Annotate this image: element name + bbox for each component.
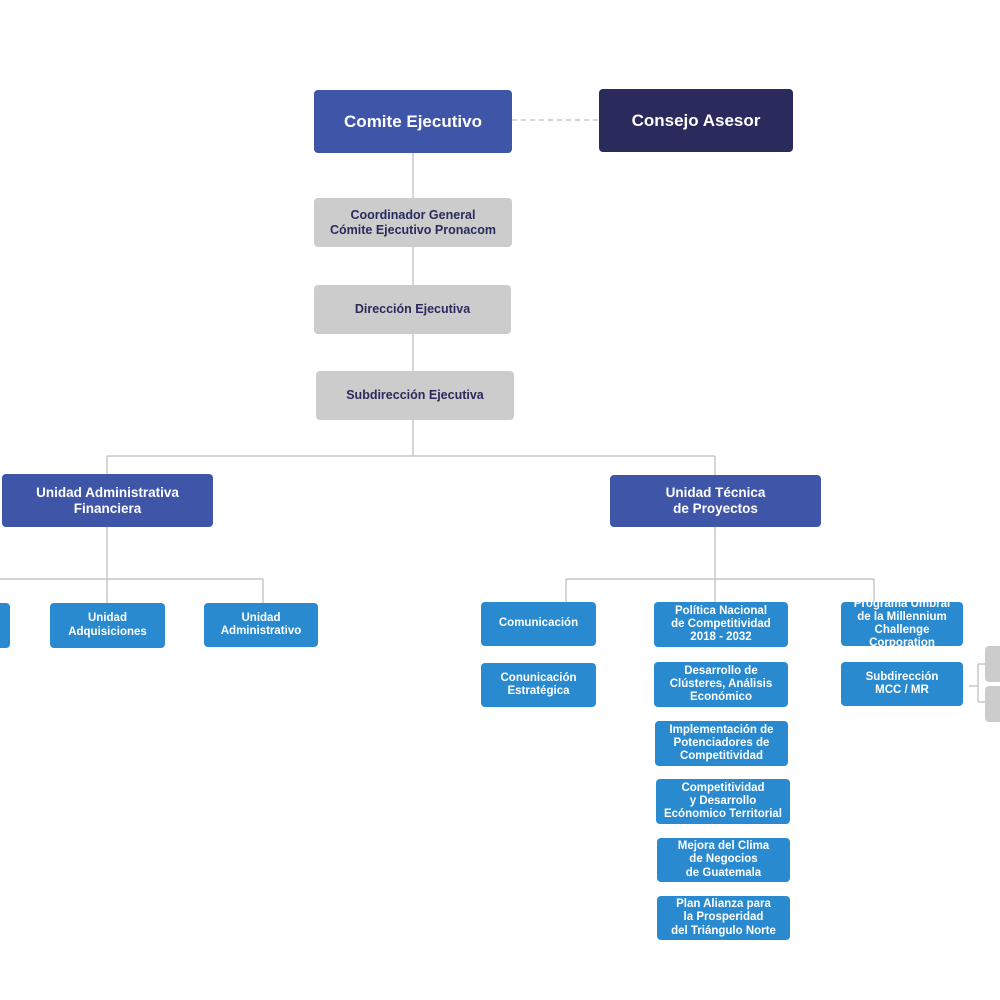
- cut-off-d-box[interactable]: D: [985, 686, 1000, 722]
- competitividad-territorial-box[interactable]: Competitividad y Desarrollo Ecónomico Te…: [656, 779, 790, 824]
- cut-off-co-box[interactable]: Co: [985, 646, 1000, 682]
- unidad-administrativo-box[interactable]: Unidad Administrativo: [204, 603, 318, 647]
- comite-ejecutivo-box[interactable]: Comite Ejecutivo: [314, 90, 512, 153]
- direccion-ejecutiva-box[interactable]: Dirección Ejecutiva: [314, 285, 511, 334]
- programa-umbral-box[interactable]: Programa Umbral de la Millennium Challen…: [841, 598, 963, 649]
- comunicacion-estrategica-box[interactable]: Conunicación Estratégica: [481, 663, 596, 707]
- consejo-asesor-box[interactable]: Consejo Asesor: [599, 89, 793, 152]
- unidad-adquisiciones-box[interactable]: Unidad Adquisiciones: [50, 603, 165, 648]
- unidad-tecnica-proyectos-box[interactable]: Unidad Técnica de Proyectos: [610, 475, 821, 527]
- subdireccion-mcc-box[interactable]: Subdirección MCC / MR: [841, 662, 963, 706]
- cut-off-left-box[interactable]: [0, 603, 10, 648]
- implementacion-potenciadores-box[interactable]: Implementación de Potenciadores de Compe…: [655, 721, 788, 766]
- comunicacion-box[interactable]: Comunicación: [481, 602, 596, 646]
- mejora-clima-box[interactable]: Mejora del Clima de Negocios de Guatemal…: [657, 838, 790, 882]
- desarrollo-clusteres-box[interactable]: Desarrollo de Clústeres, Análisis Económ…: [654, 662, 788, 707]
- coordinador-general-box[interactable]: Coordinador General Cómite Ejecutivo Pro…: [314, 198, 512, 247]
- unidad-administrativa-financiera-box[interactable]: Unidad Administrativa Financiera: [2, 474, 213, 527]
- subdireccion-ejecutiva-box[interactable]: Subdirección Ejecutiva: [316, 371, 514, 420]
- plan-alianza-box[interactable]: Plan Alianza para la Prosperidad del Tri…: [657, 896, 790, 940]
- politica-nacional-box[interactable]: Política Nacional de Competitividad 2018…: [654, 602, 788, 647]
